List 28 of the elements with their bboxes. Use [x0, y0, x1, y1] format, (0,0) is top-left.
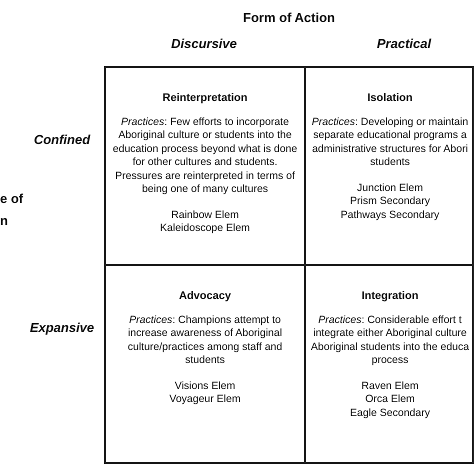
column-header: Practical — [376, 36, 432, 51]
quadrant-heading: Isolation — [366, 92, 414, 106]
school-name: Rainbow Elem — [170, 208, 240, 222]
quadrant-cell — [104, 264, 306, 464]
practices-text: Practices: Developing or maintain separate educational programs a administrative structures for Abori students — [310, 116, 470, 170]
row-header: Confined — [32, 132, 92, 147]
quadrant-cell — [304, 264, 474, 464]
practices-text: Practices: Few efforts to incorporate Aboriginal culture or students into the education process beyond what is done for other cultures and students. Pressures are reinterpreted in terms of being one of many cultures — [112, 116, 298, 196]
axis-title: Form of Action — [242, 10, 336, 25]
column-header: Discursive — [170, 36, 238, 51]
axis-title: e of n — [0, 190, 24, 230]
quadrant-cell — [304, 66, 474, 266]
school-name: Prism Secondary — [349, 195, 431, 208]
school-name: Visions Elem — [174, 380, 236, 393]
school-name: Orca Elem — [364, 393, 416, 406]
school-name: Pathways Secondary — [340, 208, 440, 222]
row-header: Expansive — [28, 320, 96, 335]
school-name: Kaleidoscope Elem — [159, 222, 251, 236]
practices-text: Practices: Champions attempt to increase awareness of Aboriginal culture/practices among staff and students — [126, 314, 284, 368]
quadrant-heading: Advocacy — [178, 290, 232, 304]
quadrant-heading: Integration — [360, 290, 420, 304]
school-name: Junction Elem — [356, 182, 424, 195]
school-name: Voyageur Elem — [168, 393, 242, 406]
school-name: Eagle Secondary — [349, 406, 431, 420]
school-name: Raven Elem — [360, 380, 420, 393]
quadrant-cell — [104, 66, 306, 266]
practices-text: Practices: Considerable effort t integrate either Aboriginal culture Aboriginal students into the educa process — [310, 314, 470, 368]
quadrant-heading: Reinterpretation — [162, 92, 248, 106]
